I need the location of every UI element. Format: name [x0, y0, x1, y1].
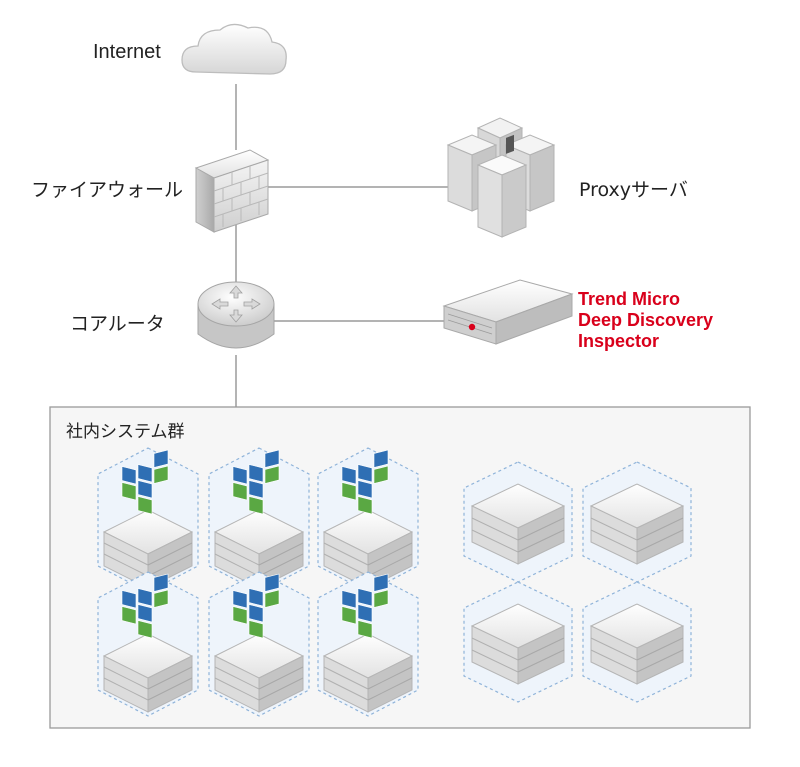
- ddi-label: Trend Micro Deep Discovery Inspector: [578, 289, 713, 352]
- connection-lines: [235, 84, 448, 407]
- server-cluster-icon: [446, 117, 556, 238]
- vm-host-icon: [97, 447, 419, 717]
- cloud-icon: [181, 23, 287, 75]
- proxy-server-label: Proxyサーバ: [579, 179, 688, 201]
- ddi-label-line-2: Deep Discovery: [578, 310, 714, 330]
- ddi-label-line-3: Inspector: [578, 331, 660, 351]
- internal-group-title: 社内システム群: [66, 422, 185, 442]
- ddi-label-line-1: Trend Micro: [578, 289, 681, 309]
- firewall-icon: [194, 149, 270, 233]
- router-icon: [197, 281, 275, 349]
- firewall-label: ファイアウォール: [31, 179, 184, 201]
- core-router-label: コアルータ: [70, 313, 165, 335]
- internet-label: Internet: [93, 41, 161, 63]
- appliance-icon: [442, 134, 574, 345]
